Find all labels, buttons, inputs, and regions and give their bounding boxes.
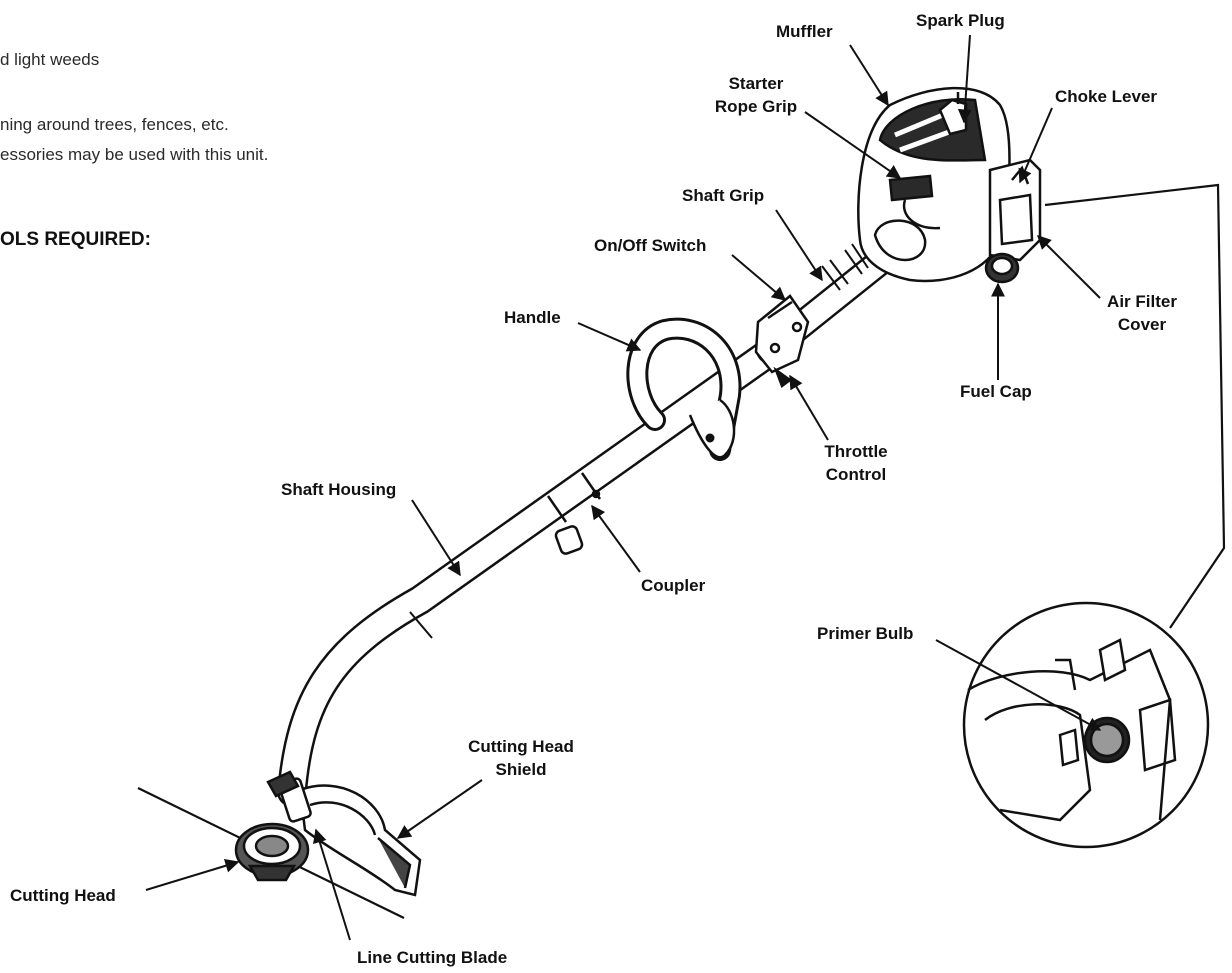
label-choke-lever: Choke Lever <box>1055 87 1158 106</box>
label-primer-bulb: Primer Bulb <box>817 624 914 643</box>
label-cutting-head: Cutting Head <box>10 886 116 905</box>
label-coupler: Coupler <box>641 576 706 595</box>
label-air-filter-cover-line1: Air Filter <box>1107 292 1177 311</box>
switch-housing <box>754 294 810 389</box>
leader-lines <box>145 34 1102 941</box>
engine-drawing <box>857 86 1042 284</box>
leader-spark-plug <box>957 34 972 124</box>
intro-line-2: ning around trees, fences, etc. <box>0 115 229 134</box>
leader-on-off-switch <box>731 254 787 301</box>
label-cutting-head-shield-line2: Shield <box>495 760 547 779</box>
leader-shaft-grip <box>775 209 823 282</box>
leader-throttle-control <box>789 374 829 441</box>
leader-cutting-head-shield <box>396 779 483 839</box>
label-throttle-control-line2: Control <box>825 465 887 484</box>
label-throttle-control: Throttle Control <box>806 440 906 486</box>
label-muffler: Muffler <box>776 22 833 41</box>
label-spark-plug: Spark Plug <box>916 11 1005 30</box>
label-shaft-grip: Shaft Grip <box>682 186 765 205</box>
leader-cutting-head <box>145 858 240 891</box>
label-fuel-cap: Fuel Cap <box>960 382 1032 401</box>
cutting-head-drawing <box>234 770 422 897</box>
label-line-cutting-blade: Line Cutting Blade <box>357 948 508 967</box>
label-cutting-head-shield-line1: Cutting Head <box>468 737 574 756</box>
leader-choke-lever <box>1018 107 1053 184</box>
shaft-joint <box>409 611 433 639</box>
primer-bulb-inset <box>962 601 1210 849</box>
label-shaft-housing: Shaft Housing <box>281 480 397 499</box>
leader-line-cutting-blade <box>313 828 351 941</box>
intro-line-3: essories may be used with this unit. <box>0 145 269 164</box>
tools-required-heading: OLS REQUIRED: <box>0 229 151 250</box>
label-on-off-switch: On/Off Switch <box>594 236 707 255</box>
shaft-grip-rings <box>821 243 869 291</box>
leader-muffler <box>849 44 889 107</box>
leader-starter-rope-grip <box>804 111 902 179</box>
leader-handle <box>577 322 642 352</box>
leader-shaft-housing <box>411 499 461 577</box>
label-air-filter-cover-line2: Cover <box>1117 315 1167 334</box>
shaft-fill <box>279 332 793 805</box>
leader-primer-bulb <box>935 639 1102 731</box>
label-cutting-head-shield: Cutting Head Shield <box>456 735 586 781</box>
coupler-drawing <box>546 472 602 555</box>
intro-line-1: d light weeds <box>0 50 100 69</box>
label-starter-rope-grip-line2: Rope Grip <box>714 97 798 116</box>
leader-air-filter-cover <box>1037 235 1101 299</box>
label-throttle-control-line1: Throttle <box>824 442 888 461</box>
label-air-filter-cover: Air Filter Cover <box>1090 290 1194 336</box>
leader-coupler <box>591 504 641 573</box>
label-starter-rope-grip-line1: Starter <box>728 74 784 93</box>
label-starter-rope-grip: Starter Rope Grip <box>706 72 806 118</box>
inset-connector-line <box>1044 183 1226 629</box>
label-handle: Handle <box>504 308 561 327</box>
handle-drawing <box>626 317 742 461</box>
